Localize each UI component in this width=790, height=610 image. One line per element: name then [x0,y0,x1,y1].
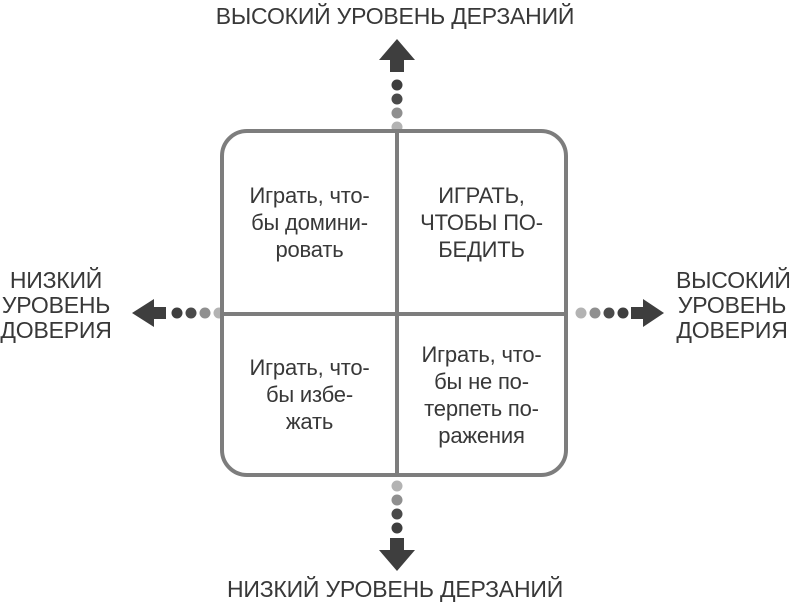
arrow-dot [171,307,183,319]
axis-label-top: ВЫСОКИЙ УРОВЕНЬ ДЕРЗАНИЙ [215,3,575,29]
arrow-dot [391,79,403,91]
quadrant-top-left: Играть, что- бы домини- ровать [224,133,395,312]
matrix-frame: Играть, что- бы домини- ровать ИГРАТЬ, Ч… [220,129,568,477]
arrow-dot [617,307,629,319]
arrow-dot [575,307,587,319]
matrix-horizontal-divider [224,312,564,316]
quadrant-top-left-label: Играть, что- бы домини- ровать [249,183,370,262]
arrowhead-up [379,39,415,72]
arrow-dot [589,307,601,319]
arrowhead-right [631,299,664,327]
arrow-dot [391,508,403,520]
quadrant-bottom-left-label: Играть, что- бы избе- жать [249,355,370,434]
axis-label-right: ВЫСОКИЙ УРОВЕНЬ ДОВЕРИЯ [676,267,790,343]
arrow-dot [391,93,403,105]
quadrant-bottom-right-label: Играть, что- бы не по- терпеть по- ражен… [421,341,542,448]
arrow-left-icon [132,299,225,327]
arrow-dot [185,307,197,319]
arrow-up-icon [379,39,415,133]
quadrant-bottom-left: Играть, что- бы избе- жать [224,316,395,473]
arrowhead-left [132,299,166,327]
matrix-vertical-divider [395,133,399,473]
quadrant-top-right-label: ИГРАТЬ, ЧТОБЫ ПО- БЕДИТЬ [420,183,543,262]
arrow-dot [391,480,403,492]
axis-label-left: НИЗКИЙ УРОВЕНЬ ДОВЕРИЯ [0,267,112,343]
arrow-down-icon [379,480,415,571]
arrowhead-down [379,538,415,571]
quadrant-bottom-right: Играть, что- бы не по- терпеть по- ражен… [399,316,564,473]
arrow-dot [603,307,615,319]
arrow-dot [391,522,403,534]
arrow-dot [199,307,211,319]
quadrant-top-right: ИГРАТЬ, ЧТОБЫ ПО- БЕДИТЬ [399,133,564,312]
arrow-dot [391,494,403,506]
axis-label-bottom: НИЗКИЙ УРОВЕНЬ ДЕРЗАНИЙ [226,576,564,602]
arrow-dot [391,107,403,119]
arrow-right-icon [575,299,664,327]
